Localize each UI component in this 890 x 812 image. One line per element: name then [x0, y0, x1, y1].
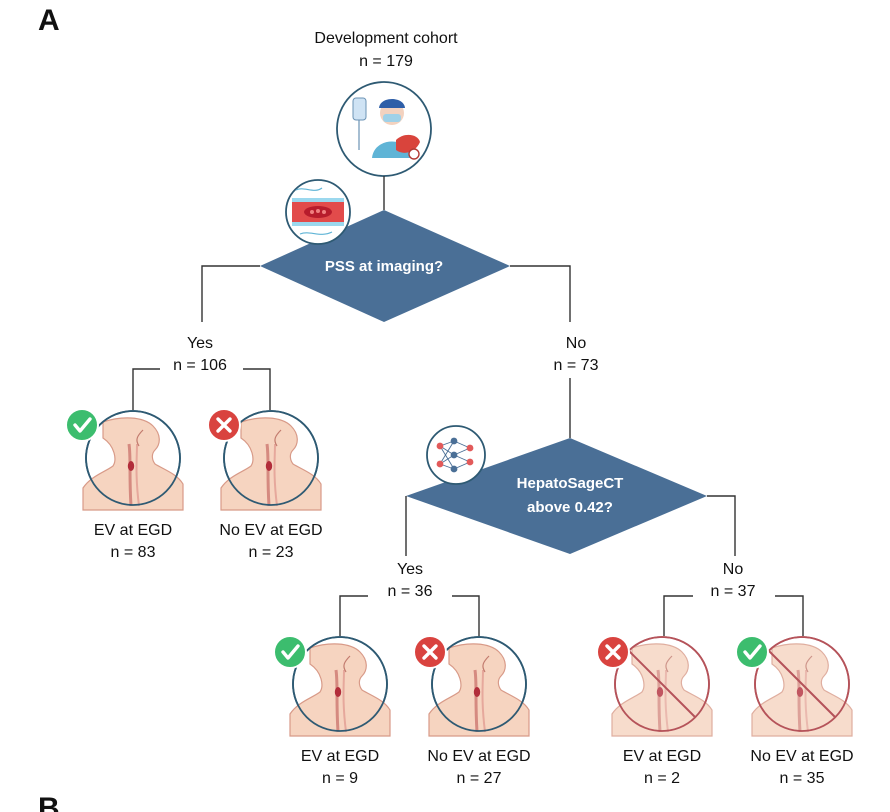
bracket-hs-no-left [663, 595, 693, 636]
hs-no-label: No [723, 561, 744, 578]
hs-yes-noev-count: n = 27 [457, 770, 502, 787]
hs-no-noev-label: No EV at EGD [750, 748, 853, 765]
hs-no-noev-count: n = 35 [780, 770, 825, 787]
panel-label-a: A [38, 4, 60, 37]
outcome-hs-yes-noev [427, 636, 531, 738]
hs-no-ev-count: n = 2 [644, 770, 680, 787]
hs-no-ev-label: EV at EGD [623, 748, 701, 765]
hs-yes-count: n = 36 [388, 583, 433, 600]
decision-pss-text: PSS at imaging? [325, 258, 443, 275]
pss-no-count: n = 73 [554, 357, 599, 374]
check-icon [64, 407, 100, 443]
check-icon [272, 634, 308, 670]
outcome-hs-yes-ev [288, 636, 392, 738]
hs-yes-noev-label: No EV at EGD [427, 748, 530, 765]
outcome-hs-no-ev [610, 636, 714, 738]
neural-network-icon [426, 425, 486, 485]
cross-icon [595, 634, 631, 670]
blood-vessel-icon [285, 179, 351, 245]
check-icon [734, 634, 770, 670]
bracket-pss-yes-right [243, 368, 271, 410]
root-title: Development cohort [314, 30, 458, 47]
pss-noev-count: n = 23 [249, 544, 294, 561]
decision-hepatosagect [406, 438, 707, 554]
root-count: n = 179 [359, 53, 413, 70]
pss-ev-count: n = 83 [111, 544, 156, 561]
connector-pss-yes [201, 265, 260, 322]
connector-pss-no [510, 265, 571, 322]
decision-hepatosagect-line2: above 0.42? [527, 499, 613, 516]
patient-liver-icon [336, 81, 432, 177]
bracket-hs-yes-right [452, 595, 480, 636]
hs-yes-ev-count: n = 9 [322, 770, 358, 787]
outcome-hs-no-noev [750, 636, 854, 738]
outcome-pss-noev [219, 410, 323, 512]
outcome-pss-ev [81, 410, 185, 512]
pss-yes-count: n = 106 [173, 357, 227, 374]
cross-icon [412, 634, 448, 670]
pss-ev-label: EV at EGD [94, 522, 172, 539]
decision-hepatosagect-line1: HepatoSageCT [517, 475, 624, 492]
bracket-hs-yes-left [339, 595, 368, 636]
hs-yes-ev-label: EV at EGD [301, 748, 379, 765]
hs-no-count: n = 37 [711, 583, 756, 600]
pss-no-label: No [566, 335, 587, 352]
bracket-hs-no-right [775, 595, 804, 636]
panel-label-b: B [38, 792, 60, 812]
pss-yes-label: Yes [187, 335, 213, 352]
connector-hs-no [707, 495, 736, 556]
pss-noev-label: No EV at EGD [219, 522, 322, 539]
cross-icon [206, 407, 242, 443]
bracket-pss-yes-left [132, 368, 160, 410]
hs-yes-label: Yes [397, 561, 423, 578]
